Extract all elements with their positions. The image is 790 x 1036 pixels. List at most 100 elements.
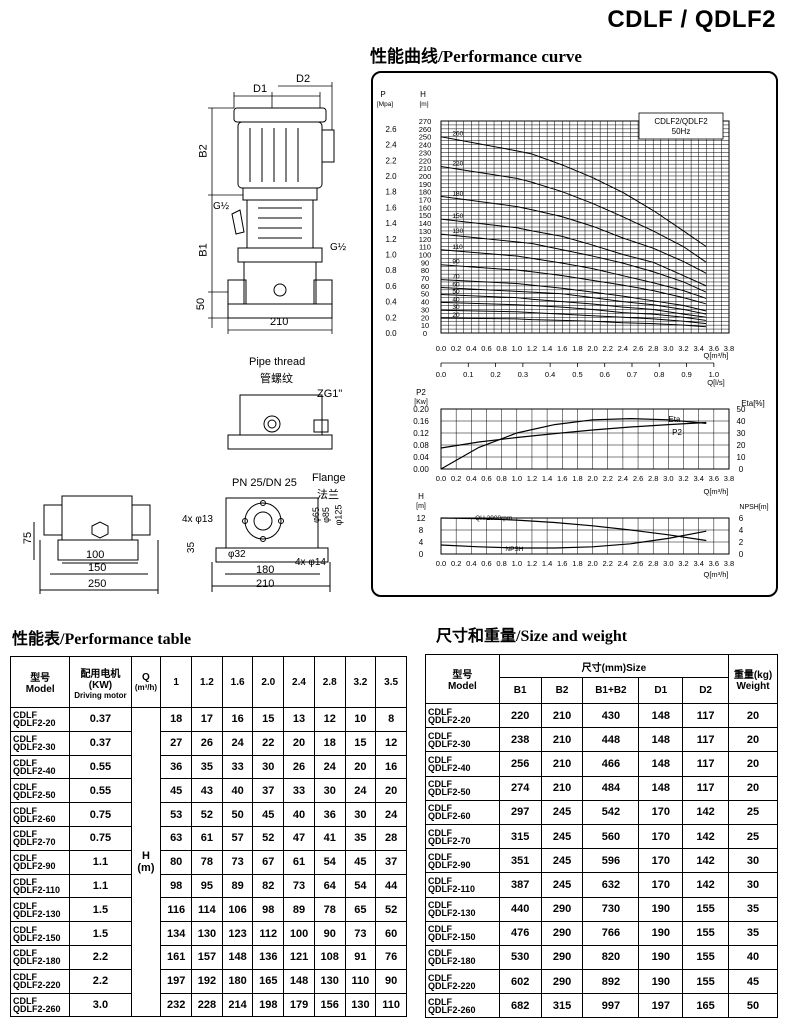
qh-curve-180 — [440, 195, 707, 274]
x-tick-label: 3.6 — [709, 474, 719, 483]
x-tick-label: 1.0 — [512, 474, 522, 483]
h-tick-label: 170 — [419, 196, 432, 205]
dim-b2: B2 — [197, 144, 210, 158]
zg-label: ZG1" — [317, 388, 343, 400]
g-half-left: G½ — [213, 201, 230, 212]
perf-head-value: 121 — [283, 944, 315, 970]
perf-head-value: 45 — [160, 778, 193, 804]
model-line1: CDLF — [13, 781, 37, 792]
ls-tick-label: 0.7 — [627, 370, 637, 379]
perf-head-value: 24 — [221, 730, 254, 756]
x-tick-label: 0.6 — [481, 474, 491, 483]
p-tick-label: 2.6 — [385, 125, 397, 134]
h-tick-label: 210 — [419, 164, 432, 173]
perf-head-value: 114 — [191, 897, 223, 923]
qh-curve-label: 130 — [452, 228, 463, 235]
size-header-size: 尺寸(mm)Size — [498, 654, 730, 678]
perf-kw-cell: 1.5 — [69, 921, 132, 946]
perf-kw-cell: 1.5 — [69, 897, 132, 923]
size-value: 476 — [498, 920, 542, 946]
perf-head-value: 52 — [375, 897, 407, 923]
h2-tick-label: 4 — [419, 538, 424, 547]
h-tick-label: 30 — [421, 305, 429, 314]
dim-35: 35 — [186, 541, 198, 554]
size-value: 155 — [682, 896, 730, 922]
size-value: 560 — [582, 823, 640, 850]
dim-50: 50 — [195, 297, 208, 311]
qh-curve-20 — [440, 317, 707, 328]
h-tick-label: 250 — [419, 133, 432, 142]
size-value: 997 — [582, 993, 640, 1019]
dim-d2: D2 — [296, 73, 311, 85]
perf-head-value: 157 — [191, 944, 223, 970]
h2-axis-unit: [m] — [416, 503, 426, 510]
model-line1: CDLF — [13, 757, 37, 768]
eta-series-label: Eta — [668, 415, 681, 424]
model-line2: QDLF2-50 — [13, 789, 56, 800]
perf-head-value: 130 — [313, 968, 346, 994]
perf-head-value: 148 — [221, 944, 254, 970]
model-line1: CDLF — [428, 948, 452, 959]
perf-kw-cell: 1.1 — [69, 849, 132, 875]
dia-65: φ65 — [310, 507, 321, 523]
p-tick-label: 0.8 — [385, 266, 397, 275]
model-line1: CDLF — [428, 779, 452, 790]
h-tick-label: 230 — [419, 148, 432, 157]
pn-dn-label: PN 25/DN 25 — [232, 477, 297, 489]
model-line1: CDLF — [428, 996, 452, 1007]
npsh-series-label: NPSH — [505, 546, 523, 553]
chart-legend-box — [638, 112, 724, 140]
qh-curve-label: 150 — [452, 213, 463, 220]
perf-q-col: 1 — [160, 656, 193, 708]
perf-head-value: 18 — [313, 730, 346, 756]
p2-tick-label: 0.04 — [413, 453, 429, 462]
perf-kw-cell: 0.55 — [69, 754, 132, 780]
perf-head-value: 65 — [344, 897, 377, 923]
model-line2: QDLF2-130 — [428, 908, 476, 919]
size-value: 170 — [638, 799, 684, 825]
perf-head-value: 22 — [252, 730, 285, 756]
perf-head-value: 20 — [344, 754, 377, 780]
x-tick-label: 1.8 — [572, 344, 582, 353]
size-value: 290 — [540, 944, 584, 971]
perf-head-value: 33 — [283, 778, 315, 804]
dia-85: φ85 — [320, 507, 331, 523]
x-tick-label: 1.0 — [512, 344, 522, 353]
ls-tick-label: 0.9 — [681, 370, 691, 379]
model-line1: CDLF — [428, 754, 452, 765]
chart-title-line1: CDLF2/QDLF2 — [654, 117, 708, 126]
x-axis-label: Q[m³/h] — [703, 351, 728, 360]
model-line1: CDLF — [13, 900, 37, 911]
size-value: 387 — [498, 872, 542, 898]
x-tick-label: 1.4 — [542, 474, 552, 483]
ls-tick-label: 0.3 — [518, 370, 528, 379]
x-tick-label: 2.2 — [603, 474, 613, 483]
pipe-thread-view — [227, 394, 333, 450]
size-value: 190 — [638, 896, 684, 922]
x-tick-label: 3.0 — [663, 344, 673, 353]
p-tick-label: 2.2 — [385, 156, 397, 165]
size-value: 190 — [638, 969, 684, 995]
x-tick-label: 1.8 — [572, 474, 582, 483]
qh-curve-90 — [440, 264, 707, 305]
model-line1: CDLF — [428, 730, 452, 741]
size-value: 148 — [638, 751, 684, 777]
h-tick-label: 190 — [419, 180, 432, 189]
size-table-title: 尺寸和重量/Size and weight — [436, 622, 627, 646]
perf-head-value: 197 — [160, 968, 193, 994]
size-weight-cn: 重量(kg) — [733, 670, 773, 681]
eta-tick-label: 30 — [737, 429, 746, 438]
eta-tick-label: 50 — [737, 405, 746, 414]
perf-head-value: 35 — [344, 825, 377, 851]
h-tick-label: 80 — [421, 266, 429, 275]
ls-tick-label: 0.1 — [463, 370, 473, 379]
model-line2: QDLF2-40 — [428, 762, 471, 773]
